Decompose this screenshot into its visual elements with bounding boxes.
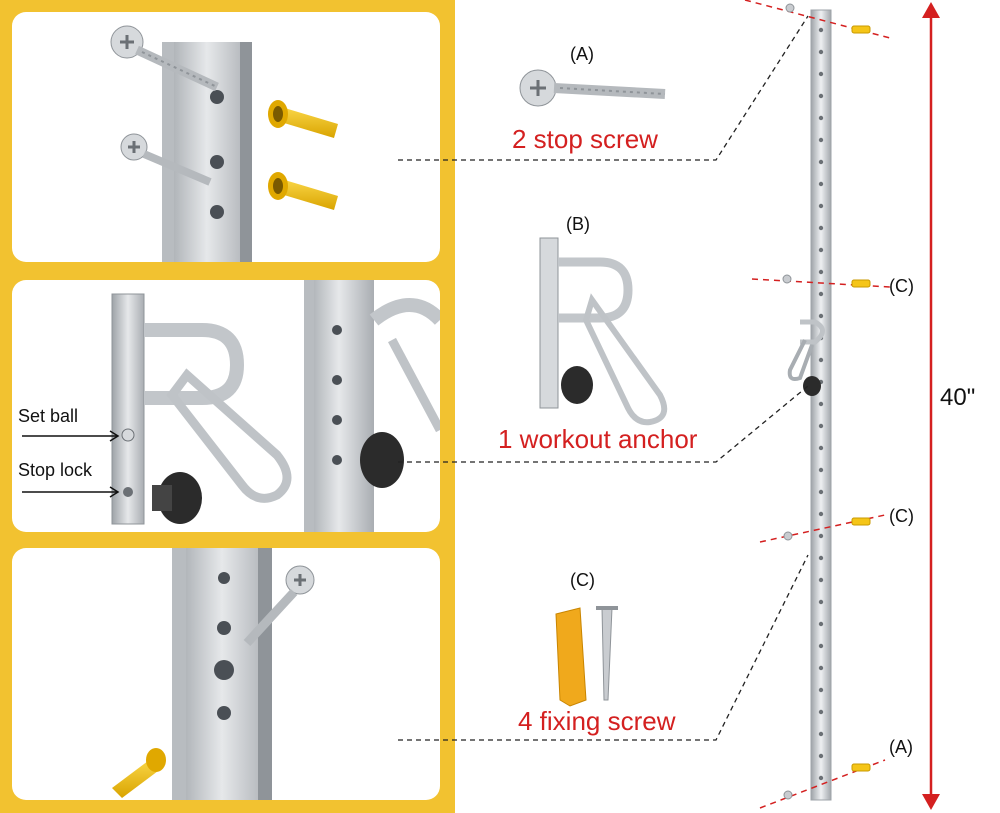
part-c-letter: (C) — [570, 570, 595, 590]
rail-hole — [818, 621, 824, 627]
rail-hole — [818, 71, 824, 77]
rail-hole — [818, 93, 824, 99]
rail-hole — [818, 753, 824, 759]
rail-hole — [818, 643, 824, 649]
rail-hole — [818, 137, 824, 143]
rail-hole — [818, 511, 824, 517]
rail-hole — [818, 203, 824, 209]
rail-label-c-lower: (C) — [889, 506, 914, 526]
rail-hole — [818, 27, 824, 33]
fixing-screw-detail-illustration — [112, 548, 315, 800]
part-a-caption: 2 stop screw — [512, 124, 658, 154]
rail-hole — [818, 291, 824, 297]
stop-screw-detail-illustration — [110, 25, 338, 262]
rail-hole — [818, 555, 824, 561]
rail-hole — [818, 489, 824, 495]
rail-illustration — [810, 9, 832, 801]
part-b-letter: (B) — [566, 214, 590, 234]
rail-hole — [818, 401, 824, 407]
leader-lines — [398, 15, 809, 741]
rail-hole — [818, 467, 824, 473]
detail-panel-stop-screw — [12, 12, 440, 262]
rail-hole — [818, 181, 824, 187]
rail-hole — [818, 709, 824, 715]
rail-hole — [818, 775, 824, 781]
part-a-letter: (A) — [570, 44, 594, 64]
rail-hole — [818, 599, 824, 605]
height-arrow — [922, 2, 940, 810]
rail-label-a-bottom: (A) — [889, 737, 913, 757]
rail-hole — [818, 159, 824, 165]
rail-hole — [818, 731, 824, 737]
rail-hole — [818, 577, 824, 583]
height-label: 40" — [940, 384, 976, 411]
rail-hole — [818, 687, 824, 693]
part-b-caption: 1 workout anchor — [498, 424, 698, 454]
screw-illustration — [110, 25, 219, 92]
rail-hole — [818, 533, 824, 539]
detail-panel-fixing-screw — [12, 548, 440, 800]
rail-hole — [818, 423, 824, 429]
rail-hole — [818, 313, 824, 319]
stop-lock-label: Stop lock — [18, 460, 93, 480]
rail-hole — [818, 269, 824, 275]
rail-hole — [818, 665, 824, 671]
rail-hole — [818, 49, 824, 55]
wall-anchor-illustration — [268, 100, 338, 138]
part-c-caption: 4 fixing screw — [518, 706, 676, 736]
rail-hole — [818, 445, 824, 451]
detail-panel-workout-anchor: Set ball Stop lock — [12, 280, 440, 532]
rail-hole — [818, 357, 824, 363]
rail-hole — [818, 115, 824, 121]
rail-label-c-upper: (C) — [889, 276, 914, 296]
rail-hole — [818, 247, 824, 253]
rail-hole — [818, 225, 824, 231]
set-ball-label: Set ball — [18, 406, 79, 426]
workout-anchor-detail-illustration — [22, 280, 440, 532]
